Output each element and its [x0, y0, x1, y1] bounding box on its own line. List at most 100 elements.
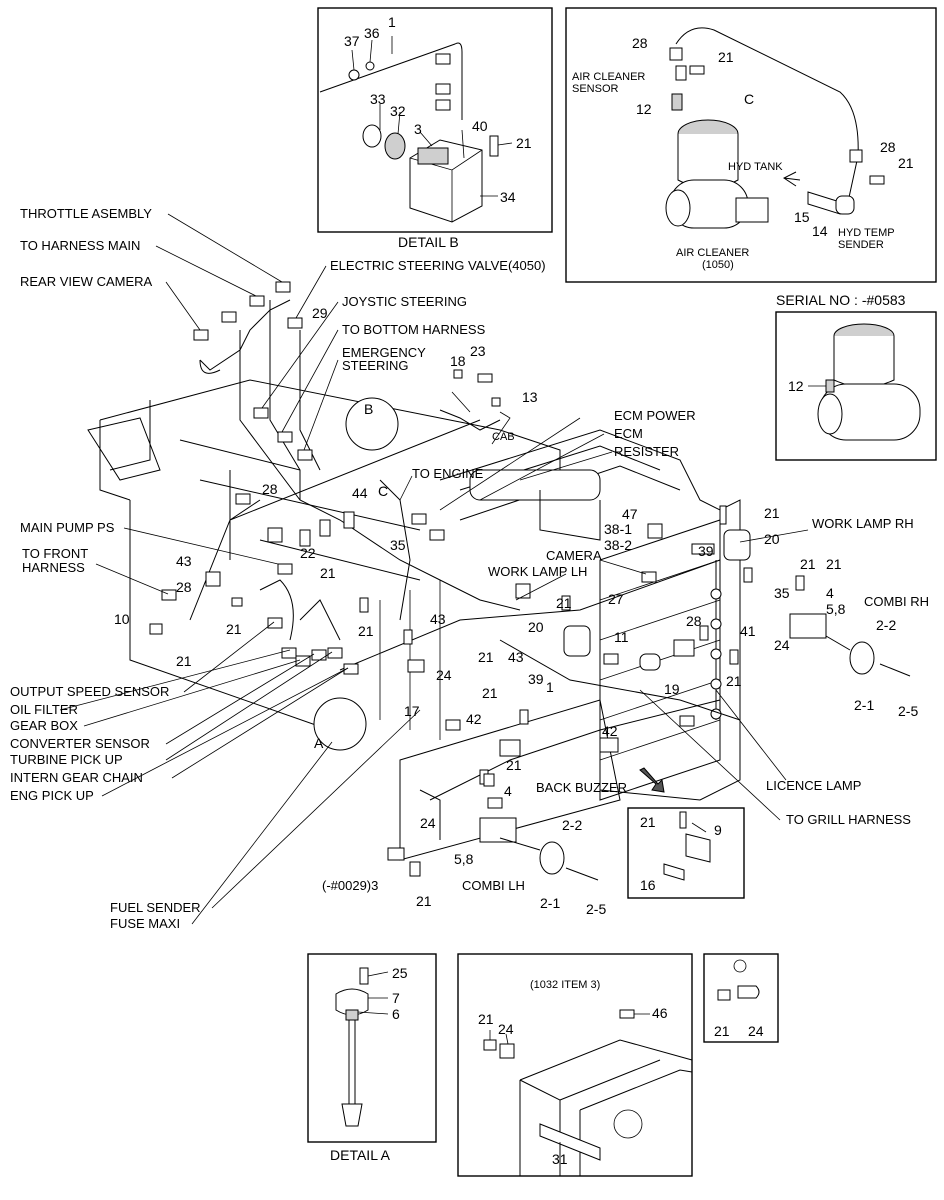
label-cab: CAB: [492, 431, 515, 443]
detail-callouts: B A C: [313, 397, 399, 751]
buzzer-label-16: 16: [640, 877, 656, 893]
air-cleaner-panel: 28 21 AIR CLEANER SENSOR 12 C HYD TANK 2…: [565, 7, 937, 283]
label-21-lh: 21: [556, 595, 572, 611]
detail-a-6: 6: [392, 1006, 400, 1022]
detail-a-title: DETAIL A: [330, 1147, 391, 1163]
item-1032-31: 31: [552, 1151, 568, 1167]
label-eng-pick-up: ENG PICK UP: [10, 788, 94, 803]
main-labels: THROTTLE ASEMBLY TO HARNESS MAIN REAR VI…: [10, 206, 929, 931]
small-inset-24: 24: [748, 1023, 764, 1039]
label-to-grill-harness: TO GRILL HARNESS: [786, 812, 911, 827]
label-23: 23: [470, 343, 486, 359]
label-43b: 43: [430, 611, 446, 627]
label-21d: 21: [358, 623, 374, 639]
ref-b: B: [364, 401, 373, 417]
leader-lines: [59, 213, 809, 925]
label-5-8-rh: 5,8: [826, 601, 846, 617]
label-21-rear: 21: [726, 673, 742, 689]
ac-label-28a: 28: [632, 35, 648, 51]
label-fuel-sender: FUEL SENDER: [110, 900, 201, 915]
ac-label-14: 14: [812, 223, 828, 239]
item-1032-panel: (1032 ITEM 3) 21 24 46 31: [457, 953, 693, 1177]
detail-a-7: 7: [392, 990, 400, 1006]
label-2-2-rh: 2-2: [876, 617, 896, 633]
label-40: 40: [472, 118, 488, 134]
buzzer-label-9: 9: [714, 822, 722, 838]
hyd-tank-label: HYD TANK: [728, 161, 783, 173]
label-combi-rh: COMBI RH: [864, 594, 929, 609]
label-rear-view-camera: REAR VIEW CAMERA: [20, 274, 153, 289]
label-39b: 39: [528, 671, 544, 687]
air-cleaner-sensor-line1: AIR CLEANER: [572, 71, 645, 83]
label-throttle-asembly: THROTTLE ASEMBLY: [20, 206, 152, 221]
label-work-lamp-rh: WORK LAMP RH: [812, 516, 914, 531]
label-36: 36: [364, 25, 380, 41]
label-gear-box: GEAR BOX: [10, 718, 78, 733]
ref-c-main: C: [378, 483, 388, 499]
label-converter-sensor: CONVERTER SENSOR: [10, 736, 150, 751]
ac-label-21a: 21: [718, 49, 734, 65]
label-20-rh: 20: [764, 531, 780, 547]
label-ecm-power: ECM POWER: [614, 408, 696, 423]
label-2-5-rh: 2-5: [898, 703, 918, 719]
label-24-lh: 24: [420, 815, 436, 831]
label-main-pump-ps: MAIN PUMP PS: [20, 520, 115, 535]
label-work-lamp-lh: WORK LAMP LH: [488, 564, 587, 579]
buzzer-label-21: 21: [640, 814, 656, 830]
detail-b-panel: 37 36 1 33 32 3 40 21 34 DETAIL B: [317, 7, 553, 250]
label-harness: HARNESS: [22, 560, 85, 575]
label-13: 13: [522, 389, 538, 405]
label-output-speed-sensor: OUTPUT SPEED SENSOR: [10, 684, 169, 699]
label-1-main: 1: [546, 679, 554, 695]
label-38-1: 38-1: [604, 521, 632, 537]
label-resister: RESISTER: [614, 444, 679, 459]
label-28b: 28: [176, 579, 192, 595]
hyd-temp-line2: SENDER: [838, 239, 884, 251]
label-39a: 39: [698, 543, 714, 559]
label-2-2-lh: 2-2: [562, 817, 582, 833]
serial-label-12: 12: [788, 378, 804, 394]
label-steering: STEERING: [342, 358, 408, 373]
ac-label-21b: 21: [898, 155, 914, 171]
small-inset-panel: 21 24: [703, 953, 779, 1043]
back-buzzer-arrow: [639, 767, 665, 793]
hardware-parts: [149, 369, 911, 881]
air-cleaner-line1: AIR CLEANER: [676, 247, 749, 259]
label-43a: 43: [176, 553, 192, 569]
label-21-rh2: 21: [800, 556, 816, 572]
label-3: 3: [414, 121, 422, 137]
ac-label-12: 12: [636, 101, 652, 117]
ref-c: C: [744, 91, 754, 107]
label-oil-filter: OIL FILTER: [10, 702, 78, 717]
air-cleaner-line2: (1050): [702, 259, 734, 271]
label-to-engine: TO ENGINE: [412, 466, 484, 481]
label-34: 34: [500, 189, 516, 205]
ac-label-28b: 28: [880, 139, 896, 155]
label-22: 22: [300, 545, 316, 561]
label-camera: CAMERA: [546, 548, 602, 563]
label-serial-0029: (-#0029)3: [322, 878, 378, 893]
label-21g: 21: [506, 757, 522, 773]
label-21e: 21: [478, 649, 494, 665]
label-5-8-lh: 5,8: [454, 851, 474, 867]
item-1032-title: (1032 ITEM 3): [530, 979, 600, 991]
label-back-buzzer: BACK BUZZER: [536, 780, 627, 795]
label-35a: 35: [390, 537, 406, 553]
label-38-2: 38-2: [604, 537, 632, 553]
label-to-front: TO FRONT: [22, 546, 88, 561]
label-electric-steering-valve: ELECTRIC STEERING VALVE(4050): [330, 258, 546, 273]
detail-a-panel: 25 7 6 DETAIL A: [307, 953, 437, 1163]
label-24-rh: 24: [774, 637, 790, 653]
label-turbine-pick-up: TURBINE PICK UP: [10, 752, 123, 767]
ac-label-15: 15: [794, 209, 810, 225]
label-37: 37: [344, 33, 360, 49]
label-21-lh2: 21: [416, 893, 432, 909]
label-28-main: 28: [262, 481, 278, 497]
label-to-harness-main: TO HARNESS MAIN: [20, 238, 140, 253]
label-2-1-rh: 2-1: [854, 697, 874, 713]
label-emergency: EMERGENCY: [342, 345, 426, 360]
label-10: 10: [114, 611, 130, 627]
item-1032-24: 24: [498, 1021, 514, 1037]
label-21f: 21: [482, 685, 498, 701]
label-2-1-lh: 2-1: [540, 895, 560, 911]
